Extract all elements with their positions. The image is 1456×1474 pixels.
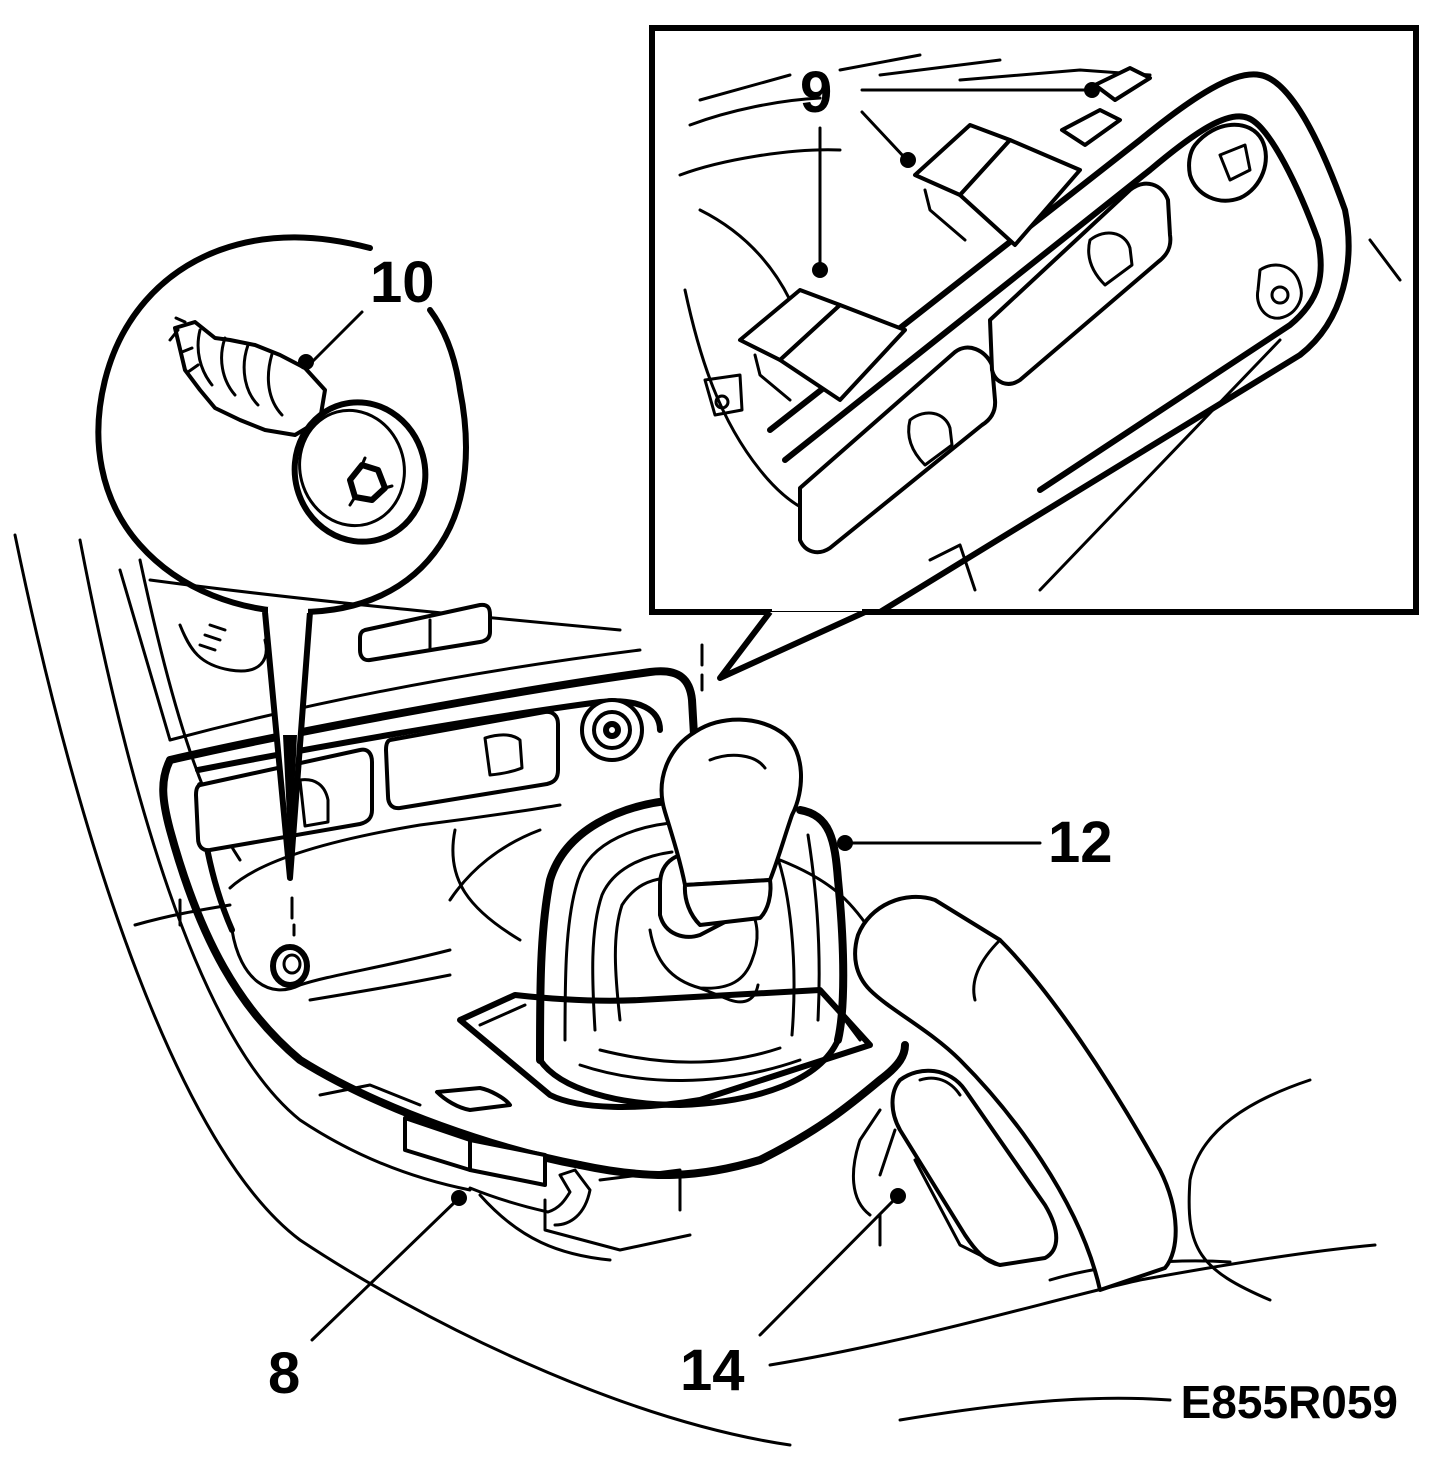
leader-dot-9c (812, 262, 828, 278)
handbrake-area (851, 894, 1178, 1292)
dashboard-upper (118, 568, 642, 742)
callout-8: 8 (268, 1341, 300, 1406)
screw-detail (95, 234, 469, 937)
leader-dot-10 (298, 354, 314, 370)
leader-dot-8 (451, 1190, 467, 1206)
gear-boot-surround (448, 828, 873, 1110)
leader-dot-9b (900, 152, 916, 168)
leader-dot-9a (1084, 82, 1100, 98)
leader-dot-12 (837, 835, 853, 851)
leader-dot-14 (890, 1188, 906, 1204)
figure-reference-code: E855R059 (1181, 1376, 1398, 1428)
callout-12: 12 (1048, 810, 1113, 875)
gear-knob (659, 717, 803, 927)
callout-10: 10 (370, 250, 435, 315)
inset-detail (649, 25, 1419, 692)
callout-9: 9 (800, 60, 832, 125)
callout-14: 14 (680, 1338, 745, 1403)
leader-lines (298, 82, 1100, 1342)
console-outline (13, 533, 1377, 1447)
